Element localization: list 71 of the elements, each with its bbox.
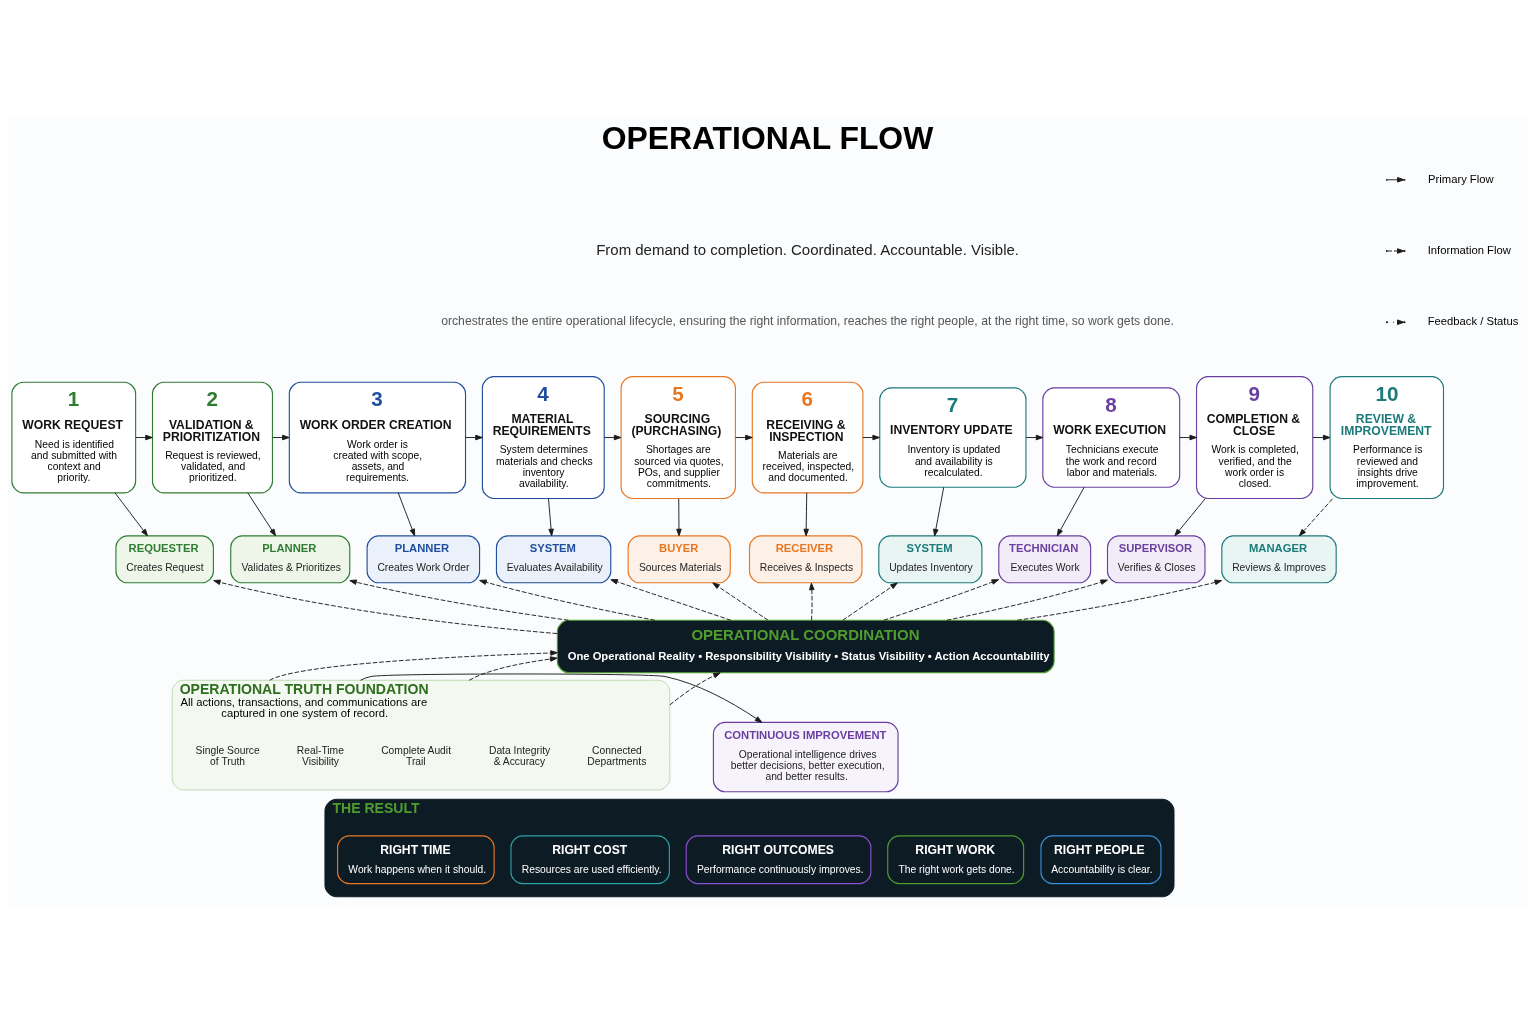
node-box: SUPERVISOR Verifies & Closes (1106, 534, 1206, 583)
legend-label: Feedback / Status (1427, 314, 1519, 327)
legend-label: Primary Flow (1428, 172, 1494, 185)
node-text: Connected Departments (587, 744, 647, 767)
node-box: REQUESTER Creates Request (115, 534, 214, 583)
arrow (114, 491, 148, 536)
arrow (465, 434, 483, 440)
arrow (213, 579, 558, 634)
node-box: 4 MATERIAL REQUIREMENTS System determines materials and checks inventory availability. (481, 375, 605, 499)
arrow (1298, 497, 1334, 536)
arrow (610, 578, 732, 621)
arrow (604, 434, 622, 440)
arrow (247, 491, 277, 536)
node-box: 9 COMPLETION & CLOSE Work is completed, verified, and the work order is closed. (1196, 375, 1314, 499)
arrow (1174, 497, 1206, 536)
node-box: RIGHT WORK The right work gets done. (887, 834, 1025, 884)
node-box: OPERATIONAL COORDINATION One Operational Reality • Responsibility Visibility • Status Visibility • Action Accountability (556, 619, 1055, 673)
arrow (1179, 434, 1197, 440)
arrow (548, 497, 554, 536)
arrow (803, 491, 809, 536)
node-box: MANAGER Reviews & Improves (1221, 534, 1337, 583)
arrow (269, 649, 558, 681)
arrow (1016, 579, 1223, 621)
arrow (468, 655, 558, 681)
legend-label: Information Flow (1427, 243, 1511, 256)
node-box: 7 INVENTORY UPDATE Inventory is updated and availability is recalculated. (879, 386, 1027, 488)
label: From demand to completion. Coordinated. Accountable. Visible. (596, 240, 1020, 258)
node-box: 3 WORK ORDER CREATION Work order is created with scope, assets, and requirements. (288, 381, 467, 493)
diagram-title: OPERATIONAL FLOW (601, 119, 934, 156)
arrow (360, 673, 763, 723)
node-box: BUYER Sources Materials (627, 534, 731, 583)
arrow (135, 434, 153, 440)
node-box: RIGHT OUTCOMES Performance continuously improves. (685, 834, 872, 884)
node-box: RIGHT TIME Work happens when it should. (337, 834, 495, 884)
node-text: Single Source of Truth (195, 744, 260, 767)
node-text: Complete Audit Trail (381, 744, 452, 767)
arrow (397, 491, 416, 536)
arrow (712, 581, 769, 621)
arrow (479, 579, 656, 621)
arrow (946, 578, 1108, 621)
node-text: Data Integrity & Accuracy (488, 744, 551, 767)
node-box: 8 WORK EXECUTION Technicians execute the work and record labor and materials. (1042, 386, 1181, 488)
arrow (669, 671, 721, 705)
arrow (933, 486, 945, 536)
node-box: SYSTEM Updates Inventory (878, 534, 983, 583)
node-box: PLANNER Creates Work Order (366, 534, 481, 583)
node-box: 5 SOURCING (PURCHASING) Shortages are sourced via quotes, POs, and supplier commitments. (620, 375, 736, 499)
node-box: RECEIVER Receives & Inspects (748, 534, 863, 583)
node-box: PLANNER Validates & Prioritizes (230, 534, 351, 583)
arrow (1056, 486, 1085, 536)
arrow (1312, 434, 1331, 440)
node-box: TECHNICIAN Executes Work (998, 534, 1092, 583)
arrow (349, 579, 569, 621)
node-box: SYSTEM Evaluates Availability (495, 534, 612, 583)
arrow (883, 578, 999, 621)
arrow (735, 434, 753, 440)
node-text: Real-Time Visibility (296, 744, 344, 767)
node-box: RIGHT COST Resources are used efficiently. (510, 834, 670, 884)
label: orchestrates the entire operational lifecycle, ensuring the right information, reaches the right people, at the right time, so work gets done. (441, 313, 1174, 328)
node-box: 1 WORK REQUEST Need is identified and submitted with context and priority. (11, 381, 137, 493)
arrow (842, 581, 898, 621)
arrow (676, 497, 682, 536)
node-box: CONTINUOUS IMPROVEMENT Operational intelligence drives better decisions, better execution, and better results. (712, 721, 899, 792)
arrow (272, 434, 290, 440)
arrow (1025, 434, 1044, 440)
node-box: 6 RECEIVING & INSPECTION Materials are received, inspected, and documented. (751, 381, 864, 493)
node-box: RIGHT PEOPLE Accountability is clear. (1040, 834, 1162, 884)
node-box: 2 VALIDATION & PRIORITIZATION Request is reviewed, validated, and prioritized. (151, 381, 273, 493)
arrow (862, 434, 880, 440)
node-box: 10 REVIEW & IMPROVEMENT Performance is reviewed and insights drive improvement. (1329, 375, 1445, 499)
arrow (809, 582, 815, 621)
